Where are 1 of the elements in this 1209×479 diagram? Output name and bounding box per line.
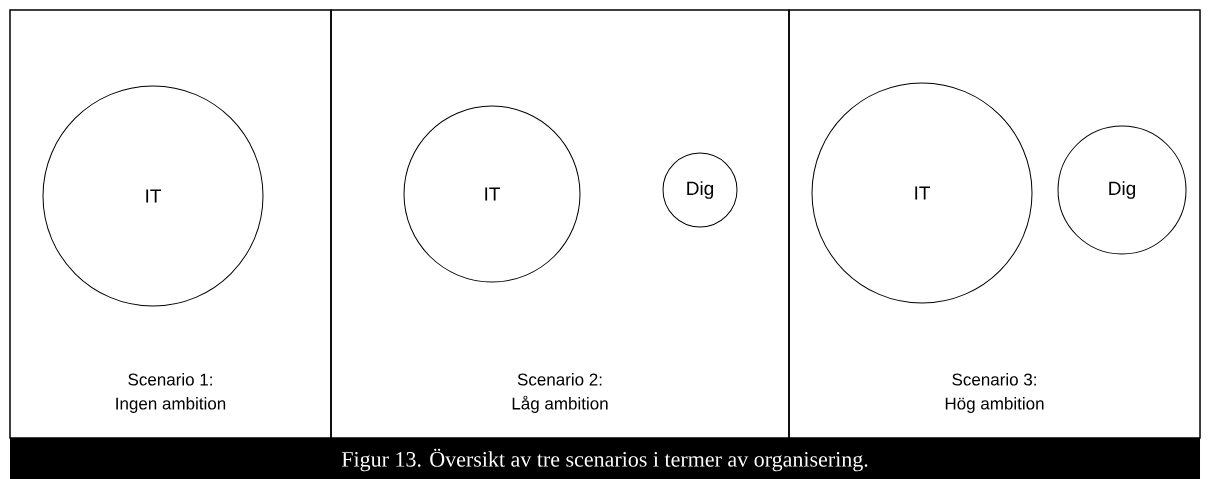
caption-bar: Figur 13. Översikt av tre scenarios i termer av organisering. [10, 438, 1200, 479]
